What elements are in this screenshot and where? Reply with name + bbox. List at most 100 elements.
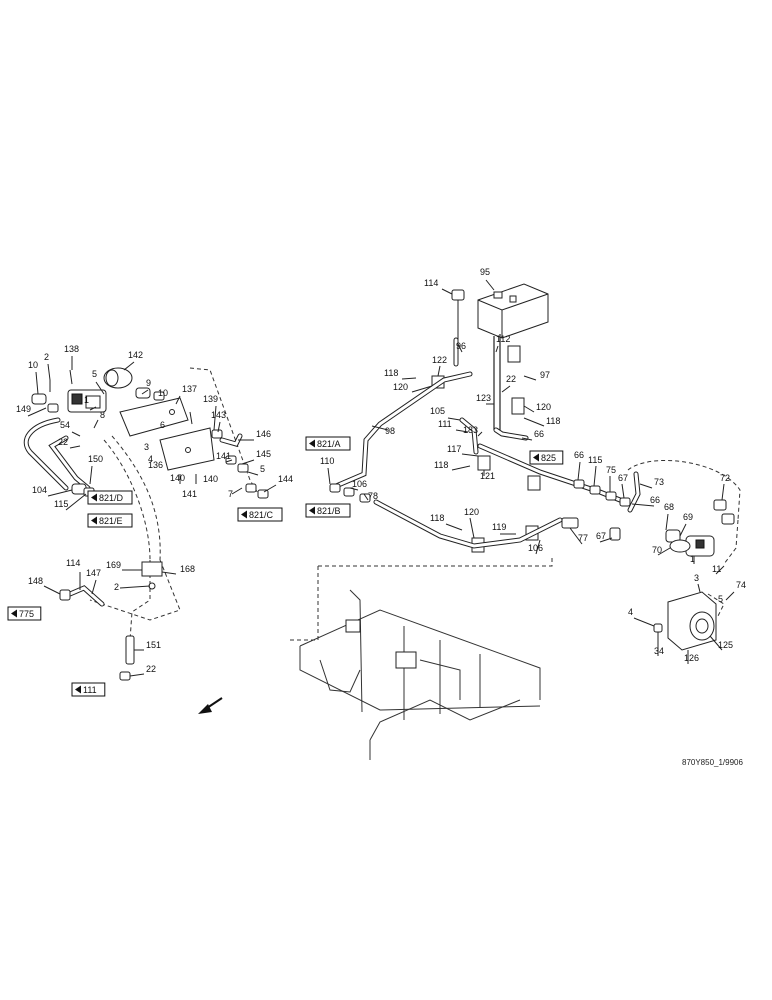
part-label: 115 [54, 499, 68, 509]
part-label: 5 [92, 369, 97, 379]
part-label: 8 [100, 410, 105, 420]
part-label: 112 [496, 334, 510, 344]
part-label: 67 [618, 473, 628, 483]
part-label: 73 [654, 477, 664, 487]
part-label: 96 [456, 341, 466, 351]
part-label: 141 [216, 451, 231, 461]
part-label: 115 [588, 455, 602, 465]
cross-reference-boxes: 821/A 821/D 825 821/E 821/B 821/C 775 111 [7, 436, 564, 697]
drawing-code: 870Y850_1/9906 [682, 758, 744, 767]
part-label: 1 [84, 395, 89, 405]
part-label: 143 [211, 410, 226, 420]
part-label: 126 [684, 653, 699, 663]
part-label: 22 [506, 374, 516, 384]
reference-arrow-icon [11, 609, 17, 618]
part-label: 141 [182, 489, 197, 499]
part-label: 122 [432, 355, 447, 365]
cross-reference-box[interactable]: 775 [7, 606, 42, 621]
part-label: 142 [128, 350, 143, 360]
part-label: 120 [393, 382, 408, 392]
part-label: 95 [480, 267, 490, 277]
part-label: 149 [16, 404, 31, 414]
part-label: 140 [170, 473, 185, 483]
part-label: 118 [546, 416, 560, 426]
part-label: 145 [256, 449, 271, 459]
part-label: 9 [146, 378, 151, 388]
part-label: 1 [690, 554, 695, 564]
part-label: 125 [718, 640, 733, 650]
part-label: 74 [736, 580, 746, 590]
cross-reference-box[interactable]: 821/A [305, 436, 351, 451]
reference-label: 111 [83, 685, 97, 695]
part-label: 72 [720, 473, 730, 483]
part-label: 146 [256, 429, 271, 439]
part-label: 168 [180, 564, 195, 574]
part-label: 114 [424, 278, 438, 288]
part-label: 54 [60, 420, 70, 430]
reference-frame [237, 507, 283, 522]
part-label: 137 [182, 384, 197, 394]
part-label: 22 [146, 664, 156, 674]
part-label: 10 [158, 388, 168, 398]
cross-reference-box[interactable]: 821/C [237, 507, 283, 522]
reference-arrow-icon [309, 506, 315, 515]
cross-reference-box[interactable]: 821/D [87, 490, 133, 505]
part-label: 66 [534, 429, 544, 439]
part-label: 70 [652, 545, 662, 555]
reference-frame [305, 503, 351, 518]
part-label: 11 [712, 564, 721, 574]
part-label: 140 [203, 474, 218, 484]
part-label: 123 [476, 393, 491, 403]
part-label: 3 [144, 442, 149, 452]
part-label: 120 [464, 507, 479, 517]
part-label: 2 [44, 352, 49, 362]
right-assembly-drawing [290, 279, 741, 760]
part-label: 169 [106, 560, 121, 570]
reference-label: 821/C [249, 510, 274, 520]
cross-reference-box[interactable]: 821/B [305, 503, 351, 518]
reference-arrow-icon [91, 493, 97, 502]
part-label: 77 [578, 533, 588, 543]
part-label: 105 [430, 406, 445, 416]
reference-frame [87, 513, 133, 528]
part-label: 2 [114, 582, 119, 592]
cross-reference-box[interactable]: 111 [71, 682, 106, 697]
left-assembly-drawing [23, 356, 277, 681]
part-label: 6 [160, 420, 165, 430]
part-label: 10 [28, 360, 38, 370]
part-label: 118 [430, 513, 444, 523]
part-label: 148 [28, 576, 43, 586]
reference-arrow-icon [309, 439, 315, 448]
part-label: 68 [664, 502, 674, 512]
part-label: 114 [66, 558, 80, 568]
part-label: 104 [32, 485, 47, 495]
part-label: 147 [86, 568, 101, 578]
part-label: 111 [438, 419, 452, 429]
part-label: 5 [718, 594, 723, 604]
reference-arrow-icon [75, 685, 81, 694]
part-label: 34 [654, 646, 664, 656]
reference-label: 821/B [317, 506, 341, 516]
part-label: 136 [148, 460, 163, 470]
part-label: 119 [492, 522, 506, 532]
reference-arrow-icon [241, 510, 247, 519]
part-label: 69 [683, 512, 693, 522]
reference-frame [305, 436, 351, 451]
part-label: 121 [480, 471, 495, 481]
part-label: 106 [528, 543, 543, 553]
direction-arrow-icon [198, 697, 223, 714]
cross-reference-box[interactable]: 825 [529, 450, 564, 465]
part-label: 117 [447, 444, 461, 454]
part-label: 138 [64, 344, 79, 354]
reference-label: 821/E [99, 516, 123, 526]
part-label: 67 [596, 531, 606, 541]
reference-label: 821/A [317, 439, 341, 449]
part-label: 22 [58, 437, 68, 447]
reference-label: 775 [19, 609, 34, 619]
reference-label: 821/D [99, 493, 124, 503]
cross-reference-box[interactable]: 821/E [87, 513, 133, 528]
reference-arrow-icon [91, 516, 97, 525]
part-label: 4 [148, 454, 153, 464]
reference-frame [87, 490, 133, 505]
